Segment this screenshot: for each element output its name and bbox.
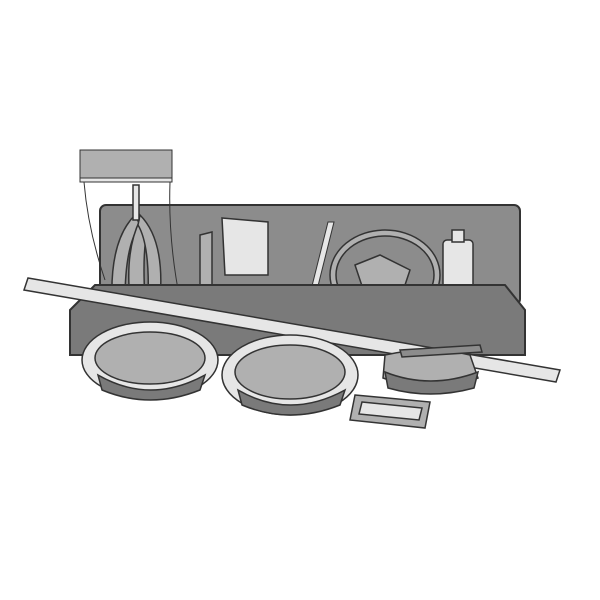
deck-brush-left xyxy=(81,321,219,401)
hose xyxy=(111,184,162,301)
hang-card xyxy=(79,149,181,301)
deck-brush-middle xyxy=(221,334,359,416)
hand-brush-right xyxy=(382,344,483,395)
hand-squeegee xyxy=(349,394,431,429)
